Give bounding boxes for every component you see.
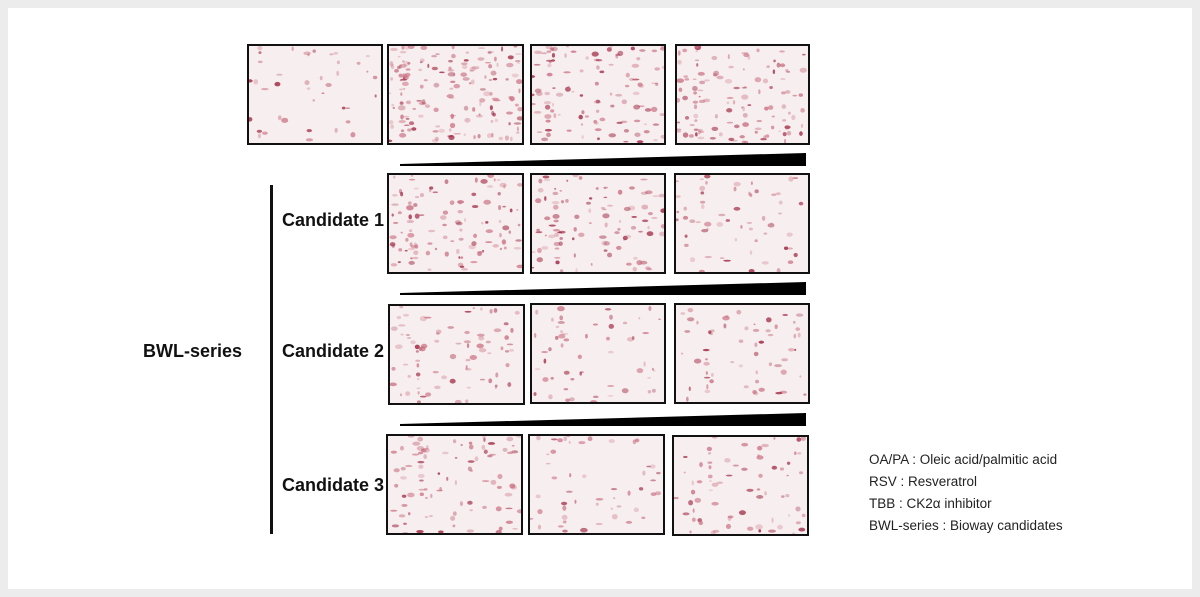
micrograph-c3-2 [528,434,665,535]
abbreviation-legend: OA/PA : Oleic acid/palmitic acid RSV : R… [869,449,1063,537]
micrograph-c3-3 [672,435,809,536]
micrograph-control-2 [387,44,524,145]
dose-wedge-candidate-2 [400,413,806,426]
group-bracket-line [270,185,273,534]
figure-panel: BWL-series Candidate 1 Candidate 2 Candi… [8,8,1192,589]
group-label: BWL-series [143,341,243,361]
micrograph-c2-1 [388,304,525,405]
micrograph-c2-3 [674,303,810,404]
micrograph-control-3 [530,44,666,145]
dose-wedge-top [400,153,806,166]
micrograph-c3-1 [386,434,523,535]
legend-item: OA/PA : Oleic acid/palmitic acid [869,452,1058,467]
micrograph-c1-3 [674,173,810,274]
micrograph-c1-2 [530,173,666,274]
micrograph-control-1 [247,44,383,145]
dose-wedge-candidate-1 [400,282,806,295]
micrograph-control-4 [675,44,810,145]
micrograph-c1-1 [387,173,524,274]
row-label-candidate-2: Candidate 2 [282,341,385,361]
row-label-candidate-3: Candidate 3 [282,475,385,495]
legend-item: TBB : CK2α inhibitor [869,496,992,511]
micrograph-c2-2 [530,303,666,404]
legend-item: BWL-series : Bioway candidates [869,518,1063,533]
row-label-candidate-1: Candidate 1 [282,210,385,230]
legend-item: RSV : Resveratrol [869,474,978,489]
